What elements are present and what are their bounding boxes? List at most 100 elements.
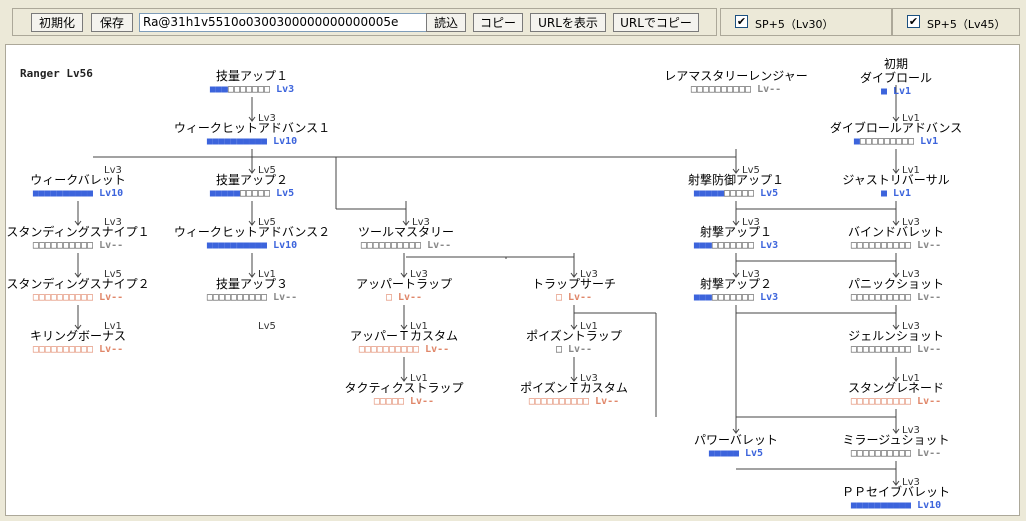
- sp-lv45-checkbox[interactable]: ✔: [907, 15, 920, 28]
- empty-level-squares: □□□□□: [239, 188, 271, 199]
- skill-level-bar[interactable]: □Lv--: [304, 291, 504, 304]
- skill-node[interactable]: スタンディングスナイプ１□□□□□□□□□□Lv--: [6, 225, 178, 252]
- sp-lv45-label: SP+5（Lv45）: [927, 18, 1006, 31]
- skill-node[interactable]: パニックショット□□□□□□□□□□Lv--: [796, 277, 996, 304]
- skill-level-bar[interactable]: ■■■■■□□□□□Lv5: [636, 187, 836, 200]
- skill-node[interactable]: スタンディングスナイプ２□□□□□□□□□□Lv--: [6, 277, 178, 304]
- skill-name: スタングレネード: [847, 381, 944, 395]
- skill-level-bar[interactable]: □□□□□□□□□□Lv--: [796, 239, 996, 252]
- skill-node[interactable]: バインドバレット□□□□□□□□□□Lv--: [796, 225, 996, 252]
- empty-level-squares: □□□□□□□□□□: [850, 448, 912, 459]
- skill-level-bar[interactable]: ■□□□□□□□□□Lv1: [796, 135, 996, 148]
- skill-level-bar[interactable]: □□□□□□□□□□Lv--: [474, 395, 674, 408]
- connector-arrow: [892, 272, 900, 278]
- skill-node[interactable]: ジェルンショット□□□□□□□□□□Lv--: [796, 329, 996, 356]
- skill-level-bar[interactable]: □□□□□□□□□□Lv--: [306, 239, 506, 252]
- sp-lv30-checkbox[interactable]: ✔: [735, 15, 748, 28]
- skill-name: スタンディングスナイプ２: [6, 277, 150, 291]
- skill-level-bar[interactable]: ■■■□□□□□□□Lv3: [636, 239, 836, 252]
- empty-level-squares: □□□□□□□□□□: [850, 344, 912, 355]
- copy-button[interactable]: コピー: [473, 13, 523, 32]
- filled-level-squares: ■: [853, 136, 860, 147]
- skill-level-label: Lv--: [917, 240, 942, 251]
- skill-level-label: Lv10: [917, 500, 942, 511]
- skill-level-label: Lv--: [427, 240, 452, 251]
- skill-level-bar[interactable]: □Lv--: [474, 291, 674, 304]
- skill-level-bar[interactable]: ■■■■■■■■■■Lv10: [152, 135, 352, 148]
- skill-node[interactable]: トラップサーチ□Lv--: [474, 277, 674, 304]
- skill-level-label: Lv5: [276, 188, 295, 199]
- skill-level-bar[interactable]: □□□□□□□□□□Lv--: [796, 447, 996, 460]
- skill-node[interactable]: 初期 ダイブロール■Lv1: [796, 57, 996, 98]
- skill-level-bar[interactable]: ■■■■■■■■■■Lv10: [796, 499, 996, 512]
- skill-level-bar[interactable]: □□□□□□□□□□Lv--: [796, 343, 996, 356]
- skill-level-bar[interactable]: □Lv--: [474, 343, 674, 356]
- skill-node[interactable]: ポイズントラップ□Lv--: [474, 329, 674, 356]
- skill-node[interactable]: 技量アップ２■■■■■□□□□□Lv5: [152, 173, 352, 200]
- skill-level-bar[interactable]: ■Lv1: [796, 85, 996, 98]
- skill-node[interactable]: 技量アップ１■■■□□□□□□□Lv3: [152, 69, 352, 96]
- skill-level-bar[interactable]: ■■■□□□□□□□Lv3: [636, 291, 836, 304]
- skill-node[interactable]: ポイズンＴカスタム□□□□□□□□□□Lv--: [474, 381, 674, 408]
- skill-level-bar[interactable]: □□□□□□□□□□Lv--: [6, 239, 178, 252]
- connector-arrow: [892, 376, 900, 382]
- skill-node[interactable]: 技量アップ３□□□□□□□□□□Lv--: [152, 277, 352, 304]
- skill-node[interactable]: ミラージュショット□□□□□□□□□□Lv--: [796, 433, 996, 460]
- skill-level-bar[interactable]: □□□□□□□□□□Lv--: [6, 343, 178, 356]
- skill-node[interactable]: アッパートラップ□Lv--: [304, 277, 504, 304]
- skill-name: 射撃防御アップ１: [687, 173, 784, 187]
- skill-node[interactable]: 射撃アップ２■■■□□□□□□□Lv3: [636, 277, 836, 304]
- skill-level-label: Lv3: [276, 84, 295, 95]
- skill-level-label: Lv--: [99, 292, 124, 303]
- show-url-button[interactable]: URLを表示: [530, 13, 606, 32]
- skill-level-bar[interactable]: □□□□□□□□□□ Lv--: [796, 291, 996, 304]
- skill-node[interactable]: ダイブロールアドバンス■□□□□□□□□□Lv1: [796, 121, 996, 148]
- sp-lv30-label: SP+5（Lv30）: [755, 18, 834, 31]
- skill-level-bar[interactable]: ■■■■■■■■■■Lv10: [152, 239, 352, 252]
- requirement-label: Lv5: [742, 165, 760, 176]
- build-code-input[interactable]: Ra@31h1v5510o0300300000000000005e: [139, 13, 432, 32]
- skill-node[interactable]: スタングレネード□□□□□□□□□□Lv--: [796, 381, 996, 408]
- skill-node[interactable]: 射撃防御アップ１■■■■■□□□□□Lv5: [636, 173, 836, 200]
- skill-level-bar[interactable]: ■Lv1: [796, 187, 996, 200]
- filled-level-squares: ■■■: [693, 240, 712, 251]
- skill-level-bar[interactable]: □□□□□□□□□□Lv--: [796, 395, 996, 408]
- empty-level-squares: □□□□□□□□□□: [850, 292, 912, 303]
- skill-name: ジャストリバーサル: [842, 173, 950, 187]
- option-sp-lv45: ✔ SP+5（Lv45）: [892, 8, 1020, 36]
- copy-url-button[interactable]: URLでコピー: [613, 13, 699, 32]
- skill-node[interactable]: キリングボーナス□□□□□□□□□□Lv--: [6, 329, 178, 356]
- load-button[interactable]: 読込: [426, 13, 466, 32]
- skill-node[interactable]: タクティクストラップ□□□□□Lv--: [304, 381, 504, 408]
- save-button[interactable]: 保存: [91, 13, 133, 32]
- reset-button[interactable]: 初期化: [31, 13, 83, 32]
- requirement-label: Lv1: [104, 321, 122, 332]
- skill-name: 技量アップ３: [215, 277, 288, 291]
- skill-level-bar[interactable]: □□□□□□□□□□Lv--: [6, 291, 178, 304]
- skill-level-label: Lv--: [917, 292, 942, 303]
- skill-node[interactable]: 射撃アップ１■■■□□□□□□□Lv3: [636, 225, 836, 252]
- skill-node[interactable]: ＰＰセイブバレット■■■■■■■■■■Lv10: [796, 485, 996, 512]
- skill-node[interactable]: ツールマスタリー□□□□□□□□□□Lv--: [306, 225, 506, 252]
- skill-level-bar[interactable]: □□□□□□□□□□Lv--: [636, 83, 836, 96]
- skill-node[interactable]: ジャストリバーサル■Lv1: [796, 173, 996, 200]
- filled-level-squares: ■■■■■: [209, 188, 240, 199]
- requirement-label: Lv3: [902, 477, 920, 488]
- skill-node[interactable]: ウィークヒットアドバンス１■■■■■■■■■■Lv10: [152, 121, 352, 148]
- empty-level-squares: □□□□□□□□□: [859, 136, 915, 147]
- skill-level-bar[interactable]: ■■■□□□□□□□Lv3: [152, 83, 352, 96]
- skill-level-bar[interactable]: □□□□□□□□□□Lv--: [152, 291, 352, 304]
- skill-node[interactable]: アッパーＴカスタム□□□□□□□□□□Lv--: [304, 329, 504, 356]
- skill-level-bar[interactable]: □□□□□□□□□□Lv--: [304, 343, 504, 356]
- skill-node[interactable]: レアマスタリーレンジャー□□□□□□□□□□Lv--: [636, 69, 836, 96]
- skill-node[interactable]: ウィークヒットアドバンス２■■■■■■■■■■Lv10: [152, 225, 352, 252]
- skill-node[interactable]: ウィークバレット■■■■■■■■■■Lv10: [6, 173, 178, 200]
- skill-level-bar[interactable]: ■■■■■■■■■■Lv10: [6, 187, 178, 200]
- connector-arrow: [570, 324, 578, 330]
- skill-level-bar[interactable]: ■■■■■□□□□□ Lv5: [152, 187, 352, 200]
- connector-arrow: [248, 168, 256, 174]
- skill-level-bar[interactable]: ■■■■■Lv5: [636, 447, 836, 460]
- skill-node[interactable]: パワーバレット■■■■■Lv5: [636, 433, 836, 460]
- skill-level-bar[interactable]: □□□□□Lv--: [304, 395, 504, 408]
- skill-level-label: Lv1: [892, 86, 912, 97]
